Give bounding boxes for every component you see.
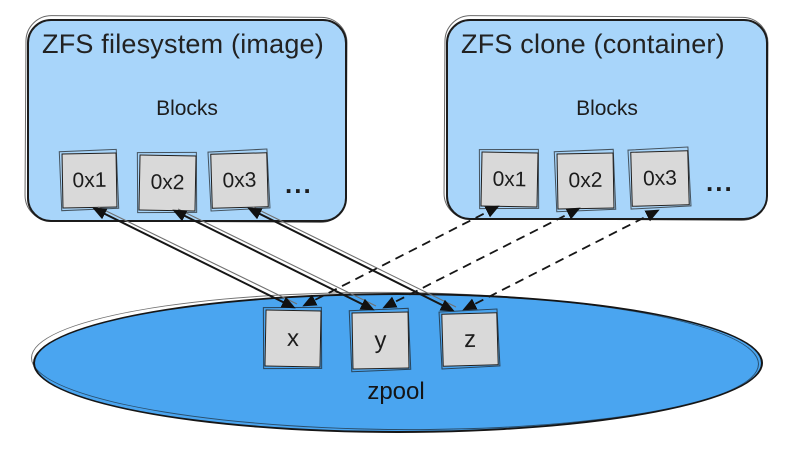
- filesystem-block-0x2: 0x2: [138, 154, 197, 212]
- zpool-block-z: z: [441, 312, 499, 367]
- clone-block-0x3: 0x3: [630, 150, 690, 207]
- filesystem-blocks-ellipsis: ...: [285, 169, 313, 199]
- zfs-clone-panel: ZFS clone (container) Blocks 0x1 0x2 0x3…: [446, 19, 768, 220]
- zpool-block-y: y: [351, 311, 410, 370]
- zpool-label: zpool: [367, 378, 425, 405]
- zfs-filesystem-panel: ZFS filesystem (image) Blocks 0x1 0x2 0x…: [27, 19, 347, 222]
- filesystem-block-0x3: 0x3: [210, 152, 269, 209]
- clone-panel-title: ZFS clone (container): [461, 29, 725, 59]
- filesystem-blocks-heading: Blocks: [156, 97, 218, 120]
- arrow-clone-0x3-to-z: [462, 209, 660, 311]
- clone-block-0x2: 0x2: [556, 152, 615, 210]
- filesystem-block-0x1: 0x1: [61, 152, 118, 209]
- clone-blocks-heading: Blocks: [576, 97, 638, 120]
- solid-arrow-echoes: [97, 206, 457, 308]
- arrow-clone-0x1-to-x: [302, 205, 500, 307]
- clone-blocks-ellipsis: ...: [706, 167, 734, 197]
- zpool-block-x: x: [264, 309, 322, 368]
- clone-block-0x1: 0x1: [480, 151, 539, 208]
- arrow-fs-0x1-to-x: [92, 207, 296, 309]
- filesystem-panel-title: ZFS filesystem (image): [42, 29, 324, 59]
